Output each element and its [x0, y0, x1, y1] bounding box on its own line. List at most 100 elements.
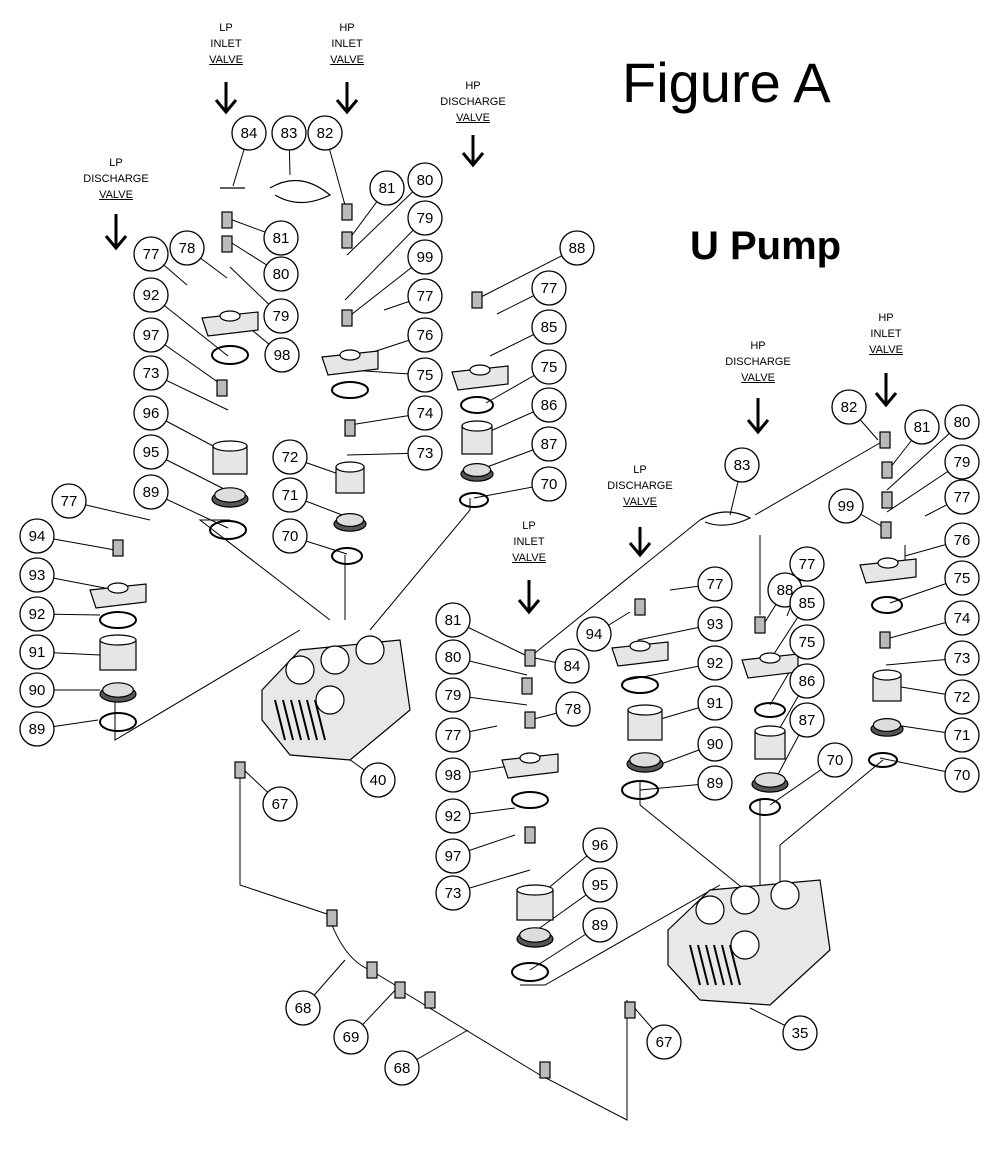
cap-port: [469, 364, 491, 376]
callout-number: 68: [394, 1060, 411, 1077]
callout-number: 75: [799, 634, 816, 651]
callout-number: 89: [29, 721, 46, 738]
callout-number: 84: [564, 658, 581, 675]
callout-number: 78: [565, 701, 582, 718]
callout-circle: [333, 1019, 369, 1055]
part-callout: 69: [333, 1019, 369, 1055]
part-callout: 88: [559, 230, 595, 266]
part-callout: 71: [272, 477, 308, 513]
valve-cap: [451, 364, 509, 391]
callout-circle: [169, 230, 205, 266]
part-callout: 89: [133, 474, 169, 510]
callout-circle: [944, 479, 980, 515]
callout-number: 87: [541, 436, 558, 453]
part-callout: 81: [263, 220, 299, 256]
part-callout: 75: [531, 349, 567, 385]
callout-circle: [817, 742, 853, 778]
callout-number: 81: [273, 230, 290, 247]
callout-number: 96: [143, 405, 160, 422]
cap-port: [219, 310, 241, 322]
port: [730, 930, 760, 960]
valve-seat: [212, 440, 248, 475]
callout-circle: [263, 256, 299, 292]
down-arrow-icon: [628, 527, 652, 558]
pipe-line: [198, 519, 331, 621]
callout-number: 95: [592, 877, 609, 894]
o-ring: [459, 492, 489, 508]
arrow-head: [746, 419, 770, 435]
cylinder-top: [335, 461, 365, 473]
part-callout: 72: [944, 679, 980, 715]
spring: [880, 521, 892, 539]
arrow-head: [104, 235, 128, 251]
callout-circle: [531, 387, 567, 423]
callout-circle: [789, 585, 825, 621]
pipe-line: [114, 629, 301, 741]
fin: [713, 944, 725, 986]
leader-line: [346, 179, 426, 256]
callout-circle: [262, 786, 298, 822]
callout-circle: [19, 672, 55, 708]
fin: [298, 699, 310, 741]
callout-circle: [559, 230, 595, 266]
callout-circle: [697, 606, 733, 642]
callout-number: 75: [954, 570, 971, 587]
callout-circle: [944, 522, 980, 558]
part-callout: 79: [263, 298, 299, 334]
valve-disc: [99, 682, 137, 703]
arrow-head: [214, 99, 238, 115]
callout-number: 67: [656, 1034, 673, 1051]
valve-cap: [501, 752, 559, 779]
pipe-line: [369, 498, 471, 631]
o-ring: [99, 712, 137, 732]
pin: [521, 677, 533, 695]
part-callout: 72: [272, 439, 308, 475]
callout-circle: [369, 170, 405, 206]
pipe-line: [520, 884, 721, 986]
callout-circle: [407, 435, 443, 471]
callout-number: 83: [281, 125, 298, 142]
part-callout: 79: [435, 677, 471, 713]
callout-number: 70: [827, 752, 844, 769]
o-ring: [749, 798, 781, 816]
down-arrow-icon: [746, 398, 770, 435]
part-callout: 77: [133, 236, 169, 272]
o-ring: [511, 962, 549, 982]
part-callout: 87: [789, 702, 825, 738]
callout-circle: [789, 546, 825, 582]
fin: [282, 699, 294, 741]
cylinder-top: [99, 634, 137, 646]
pipe-line: [399, 989, 628, 1121]
callout-number: 99: [838, 498, 855, 515]
valve-disc: [870, 717, 904, 737]
part-callout: 92: [697, 645, 733, 681]
tee-fitting: [394, 981, 406, 999]
pin: [881, 461, 893, 479]
o-ring: [99, 611, 137, 629]
part-callout: 97: [435, 838, 471, 874]
leader-lines: [36, 132, 963, 1121]
part-callout: 94: [19, 518, 55, 554]
valve-disc: [211, 487, 249, 508]
callout-number: 80: [954, 414, 971, 431]
arrow-head: [517, 599, 541, 615]
part-callout: 96: [582, 827, 618, 863]
callout-number: 76: [417, 327, 434, 344]
part-callout: 85: [789, 585, 825, 621]
elbow-fitting: [471, 291, 483, 309]
callout-number: 76: [954, 532, 971, 549]
cylinder-top: [516, 884, 554, 896]
valve-cap: [859, 557, 917, 584]
callout-circle: [435, 639, 471, 675]
callout-number: 79: [417, 210, 434, 227]
pipe-line: [639, 780, 746, 891]
part-callout: 79: [407, 200, 443, 236]
down-arrow-icon: [335, 82, 359, 115]
callout-circle: [646, 1024, 682, 1060]
callout-number: 97: [143, 327, 160, 344]
figure-title: Figure A: [622, 51, 831, 114]
port: [315, 685, 345, 715]
elbow-fitting: [754, 616, 766, 634]
arrow-head: [874, 392, 898, 408]
callout-circle: [531, 309, 567, 345]
